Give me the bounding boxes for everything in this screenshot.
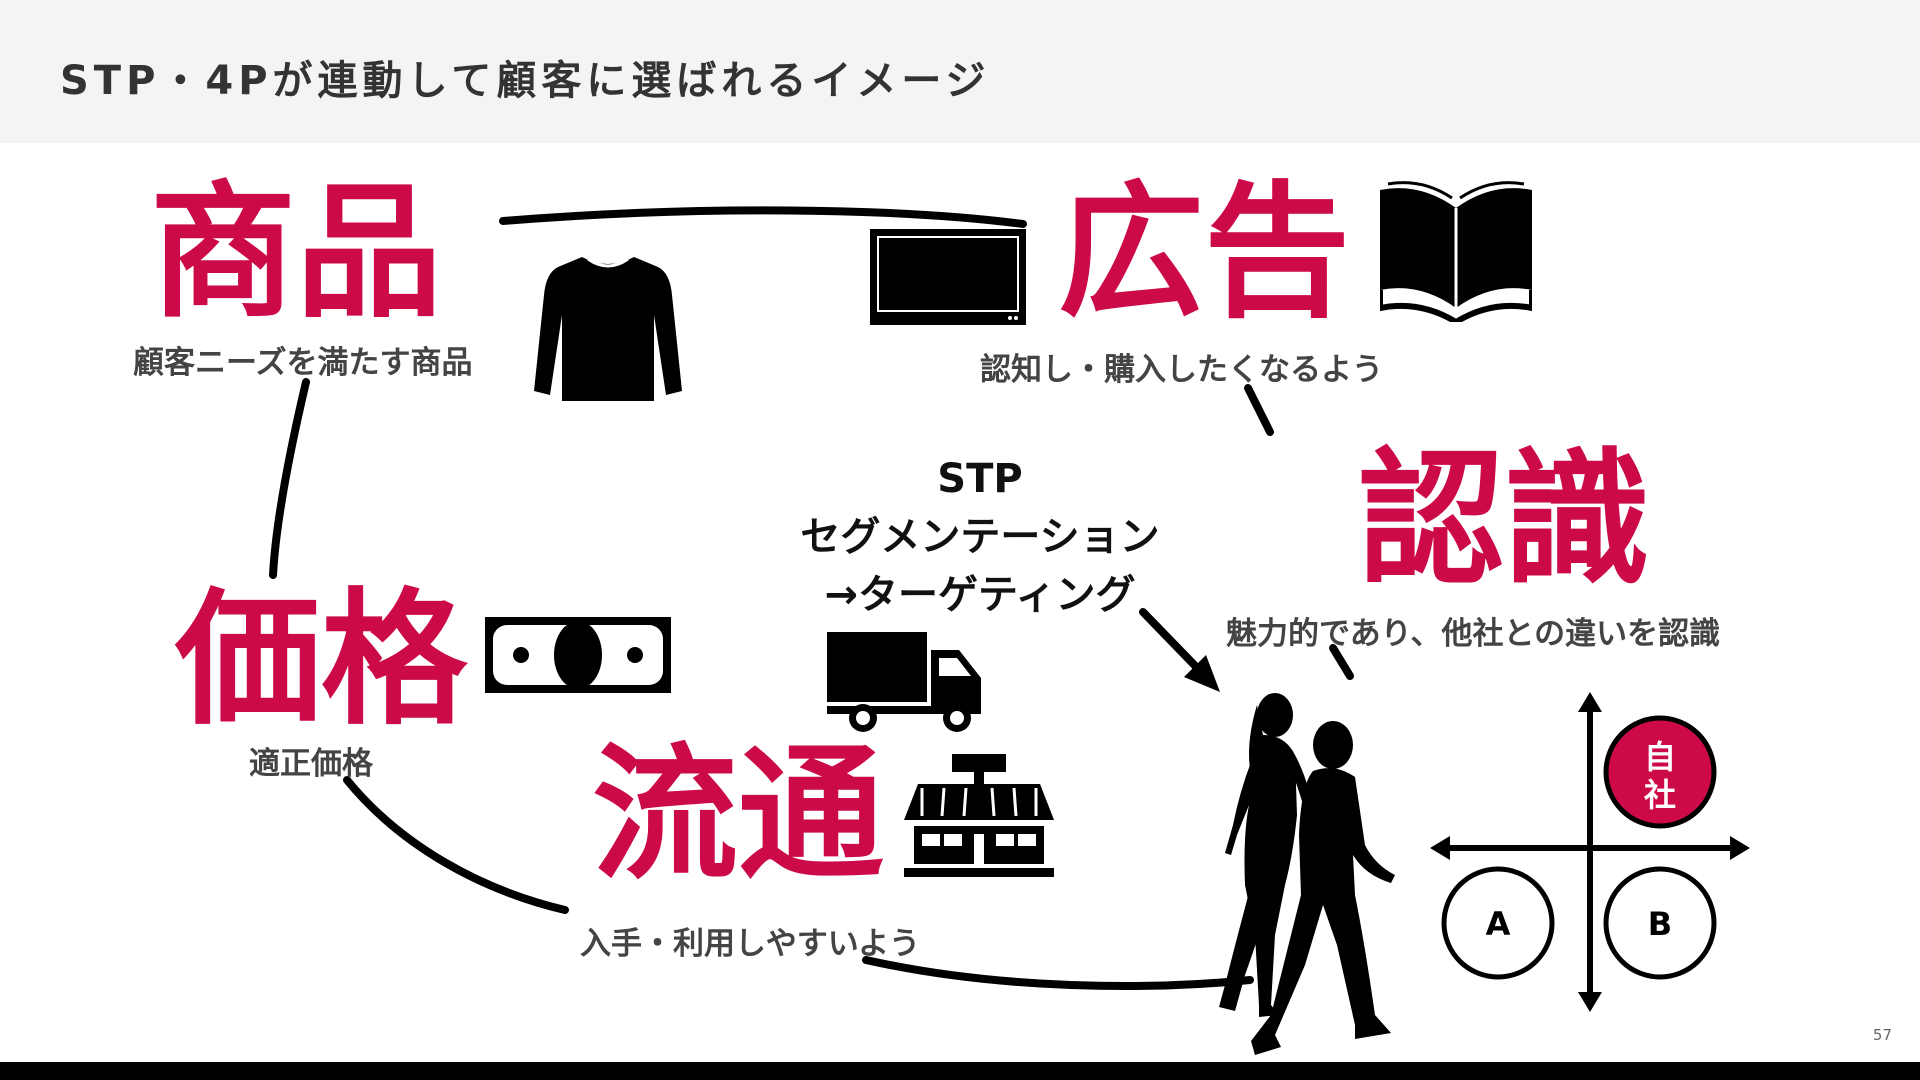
product-desc: 顧客ニーズを満たす商品	[133, 337, 472, 382]
distribution-title: 流通	[592, 742, 884, 888]
walking-couple-icon	[1215, 685, 1415, 1065]
stp-block: STP セグメンテーション →ターゲティング	[770, 450, 1190, 624]
stp-line-3: →ターゲティング	[770, 566, 1190, 624]
price-title: 価格	[175, 587, 467, 733]
connector-advertising-recognition	[1248, 388, 1270, 432]
own-company-label-line2: 社	[1644, 776, 1676, 814]
stp-line-1: STP	[770, 450, 1190, 508]
bottom-bar	[0, 1062, 1920, 1080]
recognition-desc: 魅力的であり、他社との違いを認識	[1226, 608, 1720, 653]
competitor-a-label: A	[1486, 905, 1511, 943]
tv-icon	[870, 229, 1026, 325]
competitor-b-label: B	[1648, 905, 1672, 943]
truck-icon	[827, 632, 981, 734]
book-icon	[1380, 178, 1532, 322]
product-title: 商品	[150, 180, 442, 326]
advertising-title: 広告	[1058, 180, 1350, 326]
page-number: 57	[1873, 1026, 1892, 1044]
advertising-desc: 認知し・購入したくなるよう	[980, 344, 1383, 389]
own-company-label-line1: 自	[1644, 738, 1676, 776]
store-icon	[904, 754, 1054, 877]
positioning-map-icon: 自 社 A B	[1430, 692, 1750, 1012]
stp-line-2: セグメンテーション	[770, 508, 1190, 566]
connector-price-distribution	[347, 780, 565, 910]
price-desc: 適正価格	[249, 738, 373, 783]
connector-distribution-customer	[866, 960, 1250, 986]
money-icon	[485, 617, 671, 693]
distribution-desc: 入手・利用しやすいよう	[580, 918, 920, 963]
connector-product-advertising	[503, 210, 1023, 224]
sweater-icon	[530, 255, 686, 403]
connector-product-price	[273, 382, 306, 575]
recognition-title: 認識	[1358, 447, 1650, 593]
